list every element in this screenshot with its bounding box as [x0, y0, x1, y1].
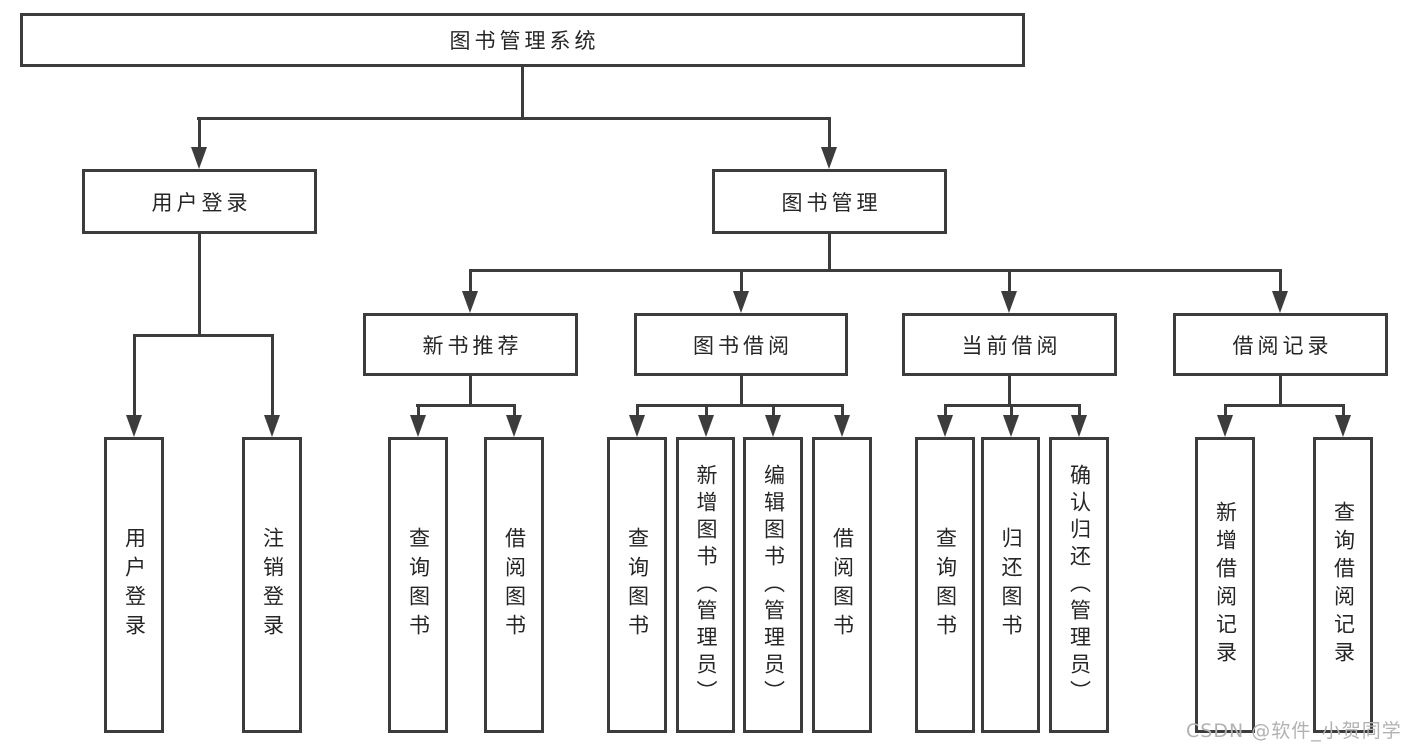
edge-leafC-split — [636, 404, 844, 407]
edge-leafE-drop-0 — [1224, 404, 1227, 417]
edge-l3-drop-0 — [469, 269, 472, 293]
edge-leafE-split — [1224, 404, 1345, 407]
edge-leafC-drop-1 — [705, 404, 708, 417]
node-new-book-recommend-label: 新书推荐 — [422, 333, 523, 358]
node-new-book-recommend: 新书推荐 — [363, 313, 578, 376]
edge-leafC-drop-3 — [841, 404, 844, 417]
leaf-edit-books-admin: 编辑图书（管理员） — [743, 437, 803, 733]
leaf-add-borrow-record: 新增借阅记录 — [1195, 437, 1255, 733]
leaf-borrow-query-books: 查询图书 — [607, 437, 667, 733]
edge-leafD-drop-1 — [1010, 404, 1013, 417]
arrowhead-icon — [462, 291, 478, 313]
edge-leafB-split — [416, 404, 515, 407]
node-book-management: 图书管理 — [712, 169, 947, 234]
leaf-return-books: 归还图书 — [981, 437, 1040, 733]
edge-l3-stem-1 — [740, 376, 743, 406]
arrowhead-icon — [1071, 415, 1087, 437]
edge-leafB-drop-1 — [513, 404, 516, 417]
leaf-borrow-books: 借阅图书 — [812, 437, 872, 733]
node-root: 图书管理系统 — [20, 13, 1025, 67]
leaf-borrow-books-label: 借阅图书 — [830, 527, 855, 643]
edge-leafB-drop-0 — [417, 404, 420, 417]
node-current-borrow: 当前借阅 — [902, 313, 1117, 376]
node-borrow-record: 借阅记录 — [1173, 313, 1388, 376]
edge-branchA-split — [133, 334, 274, 337]
arrowhead-icon — [126, 415, 142, 437]
leaf-add-books-admin-label: 新增图书（管理员） — [694, 463, 718, 707]
leaf-edit-books-admin-label: 编辑图书（管理员） — [761, 463, 786, 707]
edge-branchB-stem — [828, 234, 831, 271]
leaf-return-books-label: 归还图书 — [999, 527, 1023, 643]
leaf-logout-label: 注销登录 — [260, 527, 285, 643]
edge-leafE-drop-1 — [1342, 404, 1345, 417]
node-book-management-label: 图书管理 — [781, 190, 882, 215]
node-user-login: 用户登录 — [82, 169, 317, 234]
edge-l2-drop-right — [828, 117, 831, 149]
arrowhead-icon — [1217, 415, 1233, 437]
edge-leafC-drop-0 — [636, 404, 639, 417]
leaf-add-borrow-record-label: 新增借阅记录 — [1213, 501, 1238, 669]
leaf-recommend-query-books: 查询图书 — [388, 437, 448, 733]
arrowhead-icon — [698, 415, 714, 437]
arrowhead-icon — [506, 415, 522, 437]
arrowhead-icon — [1335, 415, 1351, 437]
edge-branchA-drop-1 — [271, 334, 274, 417]
csdn-watermark: CSDN @软件_小贺同学 — [1186, 720, 1402, 742]
leaf-query-borrow-record-label: 查询借阅记录 — [1331, 501, 1356, 669]
leaf-user-login: 用户登录 — [104, 437, 164, 733]
leaf-current-query-books: 查询图书 — [915, 437, 975, 733]
edge-l2-split — [197, 117, 831, 120]
arrowhead-icon — [1003, 415, 1019, 437]
edge-l2-drop-left — [198, 117, 201, 149]
node-current-borrow-label: 当前借阅 — [961, 333, 1062, 358]
edge-l3-drop-1 — [740, 269, 743, 293]
leaf-current-query-books-label: 查询图书 — [933, 527, 958, 643]
edge-l3-stem-0 — [469, 376, 472, 406]
node-book-borrow: 图书借阅 — [634, 313, 848, 376]
leaf-confirm-return-admin: 确认归还（管理员） — [1049, 437, 1109, 733]
arrowhead-icon — [410, 415, 426, 437]
edge-branchA-drop-0 — [133, 334, 136, 417]
edge-l3-stem-2 — [1008, 376, 1011, 406]
arrowhead-icon — [629, 415, 645, 437]
arrowhead-icon — [264, 415, 280, 437]
arrowhead-icon — [821, 147, 837, 169]
leaf-recommend-query-books-label: 查询图书 — [406, 527, 431, 643]
leaf-borrow-query-books-label: 查询图书 — [625, 527, 650, 643]
node-book-borrow-label: 图书借阅 — [693, 333, 793, 358]
leaf-recommend-borrow-books-label: 借阅图书 — [502, 527, 527, 643]
leaf-logout: 注销登录 — [242, 437, 302, 733]
leaf-confirm-return-admin-label: 确认归还（管理员） — [1067, 463, 1092, 707]
arrowhead-icon — [1272, 291, 1288, 313]
edge-leafD-drop-0 — [944, 404, 947, 417]
arrowhead-icon — [834, 415, 850, 437]
node-user-login-label: 用户登录 — [151, 190, 252, 215]
leaf-add-books-admin: 新增图书（管理员） — [676, 437, 735, 733]
edge-l3-drop-3 — [1279, 269, 1282, 293]
edge-branchA-stem — [198, 234, 201, 336]
leaf-query-borrow-record: 查询借阅记录 — [1313, 437, 1373, 733]
arrowhead-icon — [765, 415, 781, 437]
arrowhead-icon — [733, 291, 749, 313]
arrowhead-icon — [937, 415, 953, 437]
arrowhead-icon — [1001, 291, 1017, 313]
edge-leafC-drop-2 — [772, 404, 775, 417]
leaf-user-login-label: 用户登录 — [122, 527, 147, 643]
edge-root-stem — [521, 67, 524, 119]
edge-l3-stem-3 — [1279, 376, 1282, 406]
edge-leafD-drop-2 — [1078, 404, 1081, 417]
node-root-label: 图书管理系统 — [449, 29, 600, 53]
arrowhead-icon — [191, 147, 207, 169]
node-borrow-record-label: 借阅记录 — [1232, 333, 1333, 358]
edge-l3-drop-2 — [1008, 269, 1011, 293]
leaf-recommend-borrow-books: 借阅图书 — [484, 437, 544, 733]
edge-l3-split — [469, 269, 1282, 272]
